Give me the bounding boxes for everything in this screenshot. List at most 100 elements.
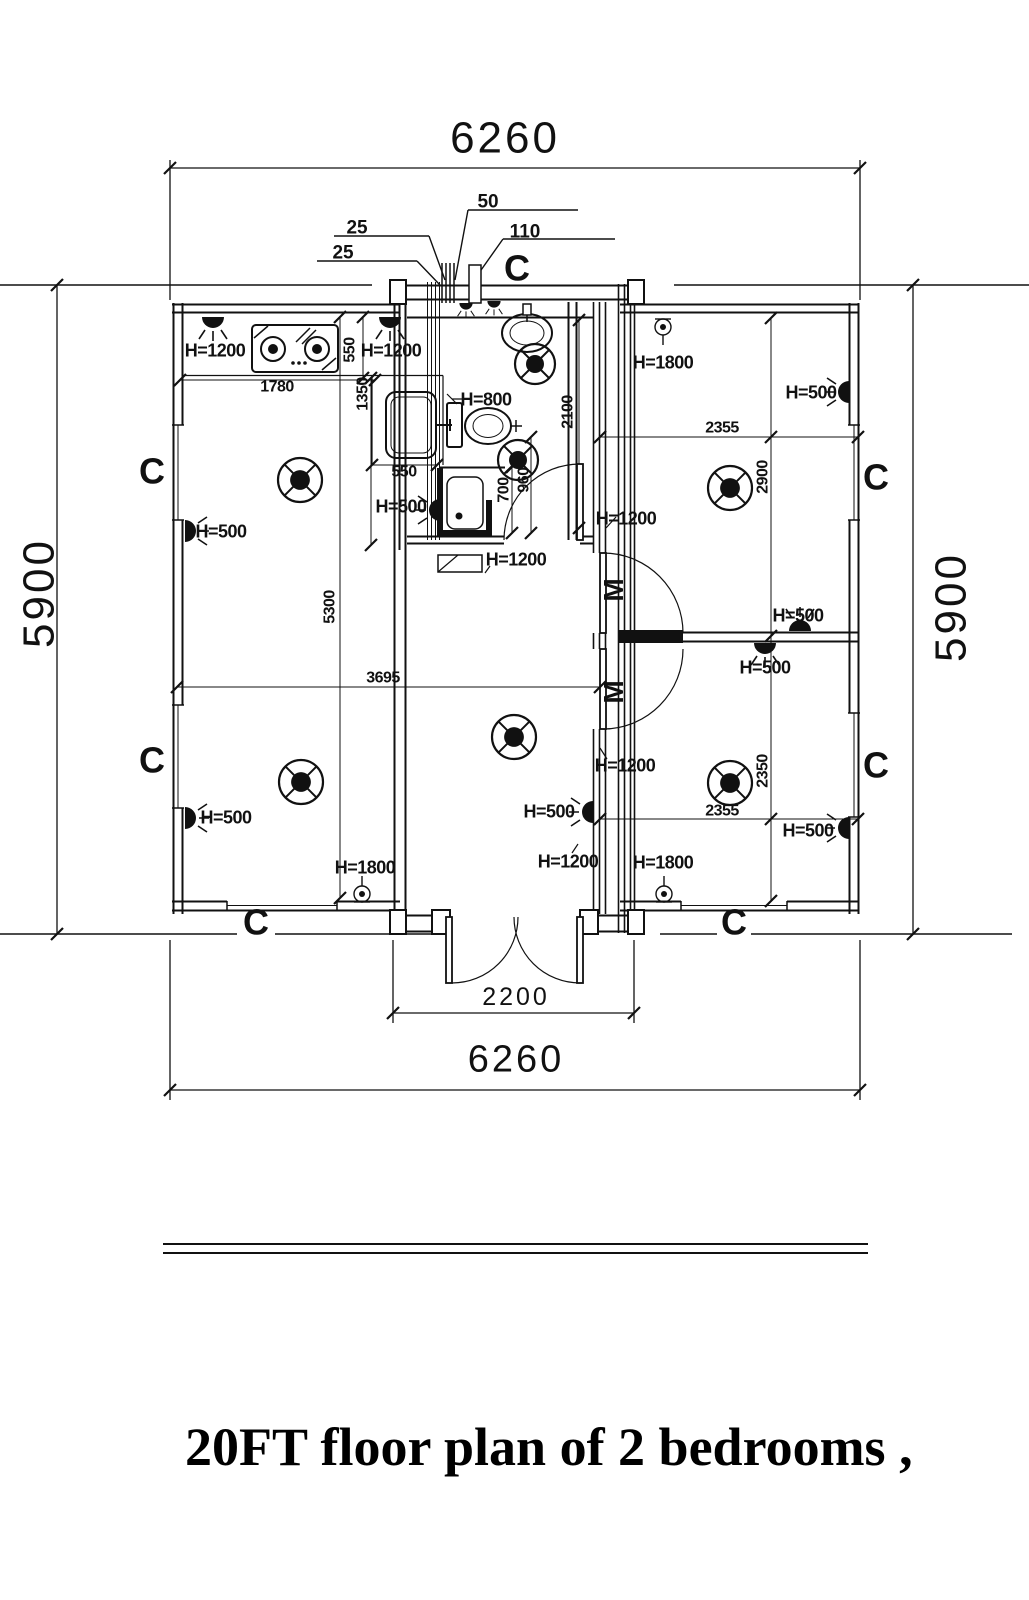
light-center (660, 324, 666, 330)
dimension-lines-inner (177, 317, 858, 901)
light-rays (197, 516, 209, 546)
height-label: H=500 (523, 801, 575, 821)
door-arcs (451, 463, 684, 984)
wall-buildup-stubs (441, 263, 455, 303)
ceiling-fan-icon (706, 464, 754, 512)
fan-hub (526, 355, 544, 373)
fan-rim (513, 342, 557, 386)
height-label: H=500 (200, 807, 252, 827)
light-rays (825, 377, 837, 407)
fan-hub (291, 772, 311, 792)
light-center (359, 891, 365, 897)
height-label: H=1200 (538, 851, 599, 871)
leader-lines (317, 209, 615, 286)
light-rays (569, 797, 581, 827)
light-rays (825, 813, 837, 843)
section-lines (0, 284, 1029, 935)
light-center (661, 891, 667, 897)
dimension-label: 6260 (450, 113, 560, 162)
fan-hub (720, 773, 740, 793)
height-label: H=1200 (185, 340, 246, 360)
height-label: H=1200 (596, 508, 657, 528)
height-label: H=800 (460, 389, 512, 409)
window-end-ticks (172, 424, 860, 911)
mirror-icon (437, 554, 483, 573)
kitchen-counter (184, 374, 444, 465)
wall-detail-label: 50 (477, 192, 498, 213)
light-dome (185, 807, 196, 829)
dimension-label: 2350 (755, 754, 772, 788)
shower-icon (437, 468, 492, 536)
windows (177, 425, 855, 906)
light-dome (459, 303, 473, 310)
wall-light-icon (825, 377, 849, 407)
ceiling-fan-icon (513, 342, 557, 386)
dimension-label: 2100 (560, 395, 577, 429)
window-label-c: C (243, 902, 269, 943)
ceiling-fan-icon (277, 758, 325, 806)
fan-hub (290, 470, 310, 490)
height-label: H=1200 (361, 340, 422, 360)
height-label: H=500 (785, 382, 837, 402)
dimension-label: 2200 (482, 983, 550, 1011)
dimension-label: 2355 (705, 420, 739, 437)
dimension-label: 550 (391, 464, 417, 481)
ceiling-light-icon (655, 876, 673, 903)
bathroom-walls (407, 302, 593, 545)
fan-rim (496, 438, 540, 482)
toilet-icon (446, 402, 522, 448)
window-label-c: C (504, 248, 530, 289)
label-hooks (446, 393, 617, 854)
window-label-c: C (139, 740, 165, 781)
light-rays (750, 655, 780, 667)
dimension-label: 1350 (355, 377, 372, 411)
wall-detail-label: 110 (510, 222, 541, 243)
ceiling-fan-icon (276, 456, 324, 504)
dimension-tick-marks (50, 161, 920, 1097)
dimension-label: 2900 (755, 460, 772, 494)
light-dome (487, 301, 501, 308)
light-rays (785, 607, 815, 619)
ceiling-light-icon (353, 876, 371, 903)
fan-hub (504, 727, 524, 747)
height-label: H=1200 (486, 549, 547, 569)
wall-light-icon (485, 301, 503, 316)
doors (445, 463, 684, 984)
light-rays (197, 803, 209, 833)
window-label-c: C (863, 457, 889, 498)
exterior-walls-right-wing (620, 303, 860, 914)
wall-buildup-stub-box (468, 264, 482, 304)
height-label: H=500 (195, 521, 247, 541)
sink-icon (385, 391, 452, 459)
fan-rim (706, 464, 754, 512)
light-dome (838, 381, 849, 403)
ceiling-fan-icon (490, 713, 538, 761)
height-label: H=500 (782, 820, 834, 840)
light-rays (485, 308, 503, 316)
light-dome (754, 643, 776, 654)
light-rays (416, 495, 428, 525)
wall-light-icon (185, 516, 209, 546)
dimension-label: 700 (496, 477, 513, 503)
center-module-walls (393, 282, 634, 933)
fan-hub (720, 478, 740, 498)
wall-light-icon (198, 317, 228, 341)
door-label-m: M (598, 680, 629, 703)
wall-light-icon (785, 607, 815, 631)
ceiling-fan-icon (496, 438, 540, 482)
wall-light-icon (375, 317, 405, 341)
title-rule (163, 1243, 868, 1254)
dimension-label: 5900 (926, 552, 975, 662)
fan-hub (509, 451, 527, 469)
dimension-label: 1780 (260, 379, 294, 396)
wall-light-icon (457, 303, 475, 318)
fan-rim (490, 713, 538, 761)
fan-rim (277, 758, 325, 806)
divider-door-leaf (618, 630, 683, 643)
light-dome (789, 620, 811, 631)
dimension-label: 5300 (322, 590, 339, 624)
door-label-m: M (598, 578, 629, 601)
window-label-c: C (139, 451, 165, 492)
duct-wall-lines (592, 284, 636, 933)
